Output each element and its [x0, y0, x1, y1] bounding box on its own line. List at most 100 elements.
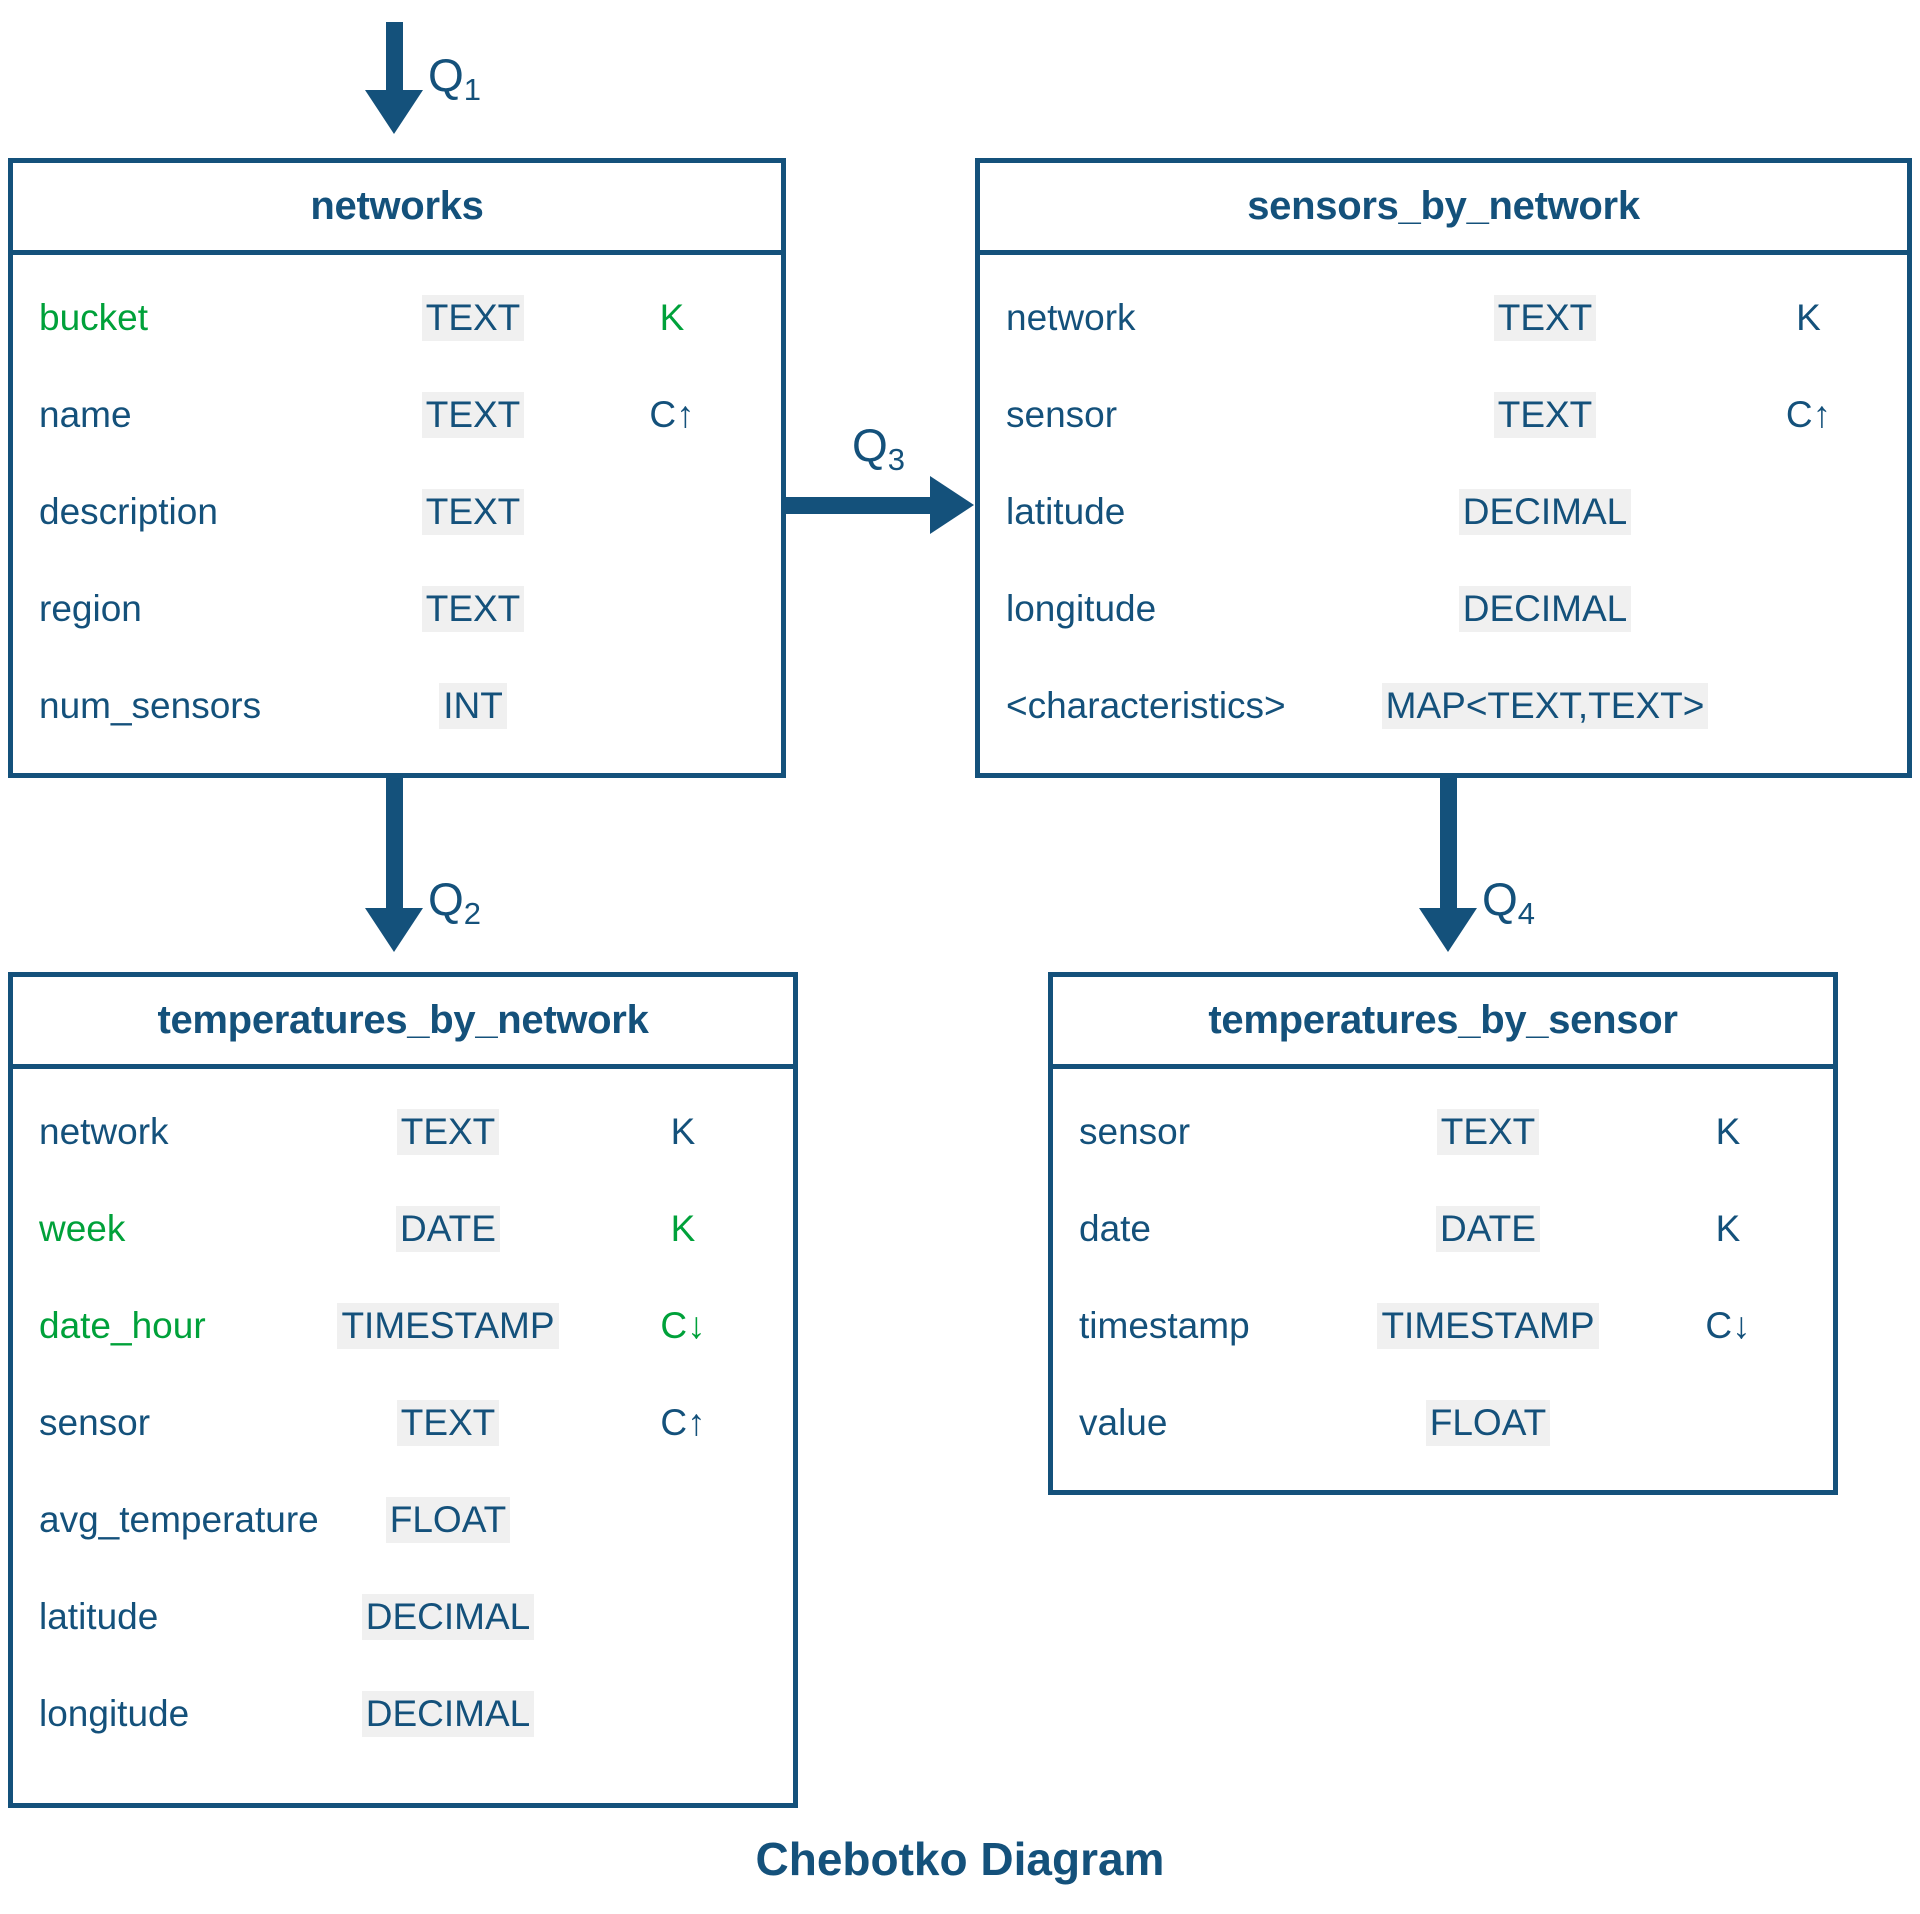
table-row: sensor TEXT C↑	[980, 366, 1907, 463]
table-networks-title: networks	[310, 184, 484, 228]
column-type: TEXT	[421, 585, 525, 632]
column-name: name	[39, 393, 132, 435]
diagram-caption: Chebotko Diagram	[755, 1833, 1165, 1885]
table-row: date DATE K	[1053, 1180, 1833, 1277]
column-type: DECIMAL	[361, 1593, 535, 1640]
table-temperatures-by-network[interactable]: temperatures_by_network network TEXT K w…	[8, 972, 798, 1808]
column-key-marker: C↓	[660, 1304, 706, 1346]
column-key-marker: K	[670, 1110, 696, 1152]
column-type: DECIMAL	[361, 1690, 535, 1737]
q2-arrow-label: Q2	[428, 873, 482, 931]
q4-arrow-head-icon	[1419, 908, 1477, 952]
table-temperatures-by-network-body: network TEXT K week DATE K date_hour TIM…	[13, 1069, 793, 1780]
column-type: DECIMAL	[1458, 585, 1632, 632]
table-row: network TEXT K	[980, 269, 1907, 366]
column-name: value	[1079, 1401, 1168, 1443]
column-type: DECIMAL	[1458, 488, 1632, 535]
column-type: TEXT	[421, 391, 525, 438]
table-row: description TEXT	[13, 463, 781, 560]
table-temperatures-by-sensor-body: sensor TEXT K date DATE K timestamp TIME…	[1053, 1069, 1833, 1489]
column-type: DATE	[1436, 1205, 1540, 1252]
column-type: TIMESTAMP	[337, 1302, 559, 1349]
table-row: sensor TEXT K	[1053, 1083, 1833, 1180]
q2-arrow-shaft	[386, 778, 403, 918]
column-name: region	[39, 587, 142, 629]
table-temperatures-by-network-title: temperatures_by_network	[157, 998, 649, 1042]
column-type: TEXT	[396, 1108, 500, 1155]
column-type: TEXT	[396, 1399, 500, 1446]
q3-arrow-label: Q3	[852, 419, 906, 477]
q4-arrow-label: Q4	[1482, 873, 1536, 931]
column-name: latitude	[39, 1595, 159, 1637]
table-row: avg_temperature FLOAT	[13, 1471, 793, 1568]
column-name: date	[1079, 1207, 1152, 1249]
table-networks-header: networks	[13, 163, 781, 255]
q2-arrow-head-icon	[365, 908, 423, 952]
column-name: timestamp	[1079, 1304, 1250, 1346]
column-key-marker: K	[659, 296, 685, 338]
column-name: bucket	[39, 296, 149, 338]
table-row: date_hour TIMESTAMP C↓	[13, 1277, 793, 1374]
column-name: description	[39, 490, 218, 532]
column-type: TEXT	[421, 488, 525, 535]
column-type: TEXT	[421, 294, 525, 341]
column-key-marker: C↑	[660, 1401, 706, 1443]
table-sensors-by-network-body: network TEXT K sensor TEXT C↑ latitude D…	[980, 255, 1907, 772]
table-row: longitude DECIMAL	[13, 1665, 793, 1762]
q3-arrow-shaft	[786, 497, 936, 514]
table-row: value FLOAT	[1053, 1374, 1833, 1471]
q4-arrow-shaft	[1440, 778, 1457, 918]
table-sensors-by-network-header: sensors_by_network	[980, 163, 1907, 255]
table-temperatures-by-sensor[interactable]: temperatures_by_sensor sensor TEXT K dat…	[1048, 972, 1838, 1495]
table-temperatures-by-sensor-title: temperatures_by_sensor	[1208, 998, 1678, 1042]
table-row: name TEXT C↑	[13, 366, 781, 463]
table-temperatures-by-sensor-header: temperatures_by_sensor	[1053, 977, 1833, 1069]
column-type: MAP<TEXT,TEXT>	[1381, 682, 1709, 729]
table-row: region TEXT	[13, 560, 781, 657]
column-type: INT	[439, 682, 507, 729]
column-name: sensor	[1079, 1110, 1191, 1152]
table-row: sensor TEXT C↑	[13, 1374, 793, 1471]
table-sensors-by-network-title: sensors_by_network	[1247, 184, 1640, 228]
column-name: longitude	[39, 1692, 190, 1734]
table-row: timestamp TIMESTAMP C↓	[1053, 1277, 1833, 1374]
column-name: network	[39, 1110, 169, 1152]
column-key-marker: C↑	[1785, 393, 1832, 435]
column-type: TEXT	[1493, 294, 1597, 341]
table-row: longitude DECIMAL	[980, 560, 1907, 657]
q1-arrow-shaft	[386, 22, 403, 100]
table-row: week DATE K	[13, 1180, 793, 1277]
table-row: bucket TEXT K	[13, 269, 781, 366]
table-networks-body: bucket TEXT K name TEXT C↑ description T…	[13, 255, 781, 772]
column-key-marker: C↓	[1705, 1304, 1751, 1346]
table-row: latitude DECIMAL	[13, 1568, 793, 1665]
column-name: avg_temperature	[39, 1498, 319, 1540]
column-name: sensor	[1006, 393, 1118, 435]
table-row: <characteristics> MAP<TEXT,TEXT>	[980, 657, 1907, 754]
table-row: latitude DECIMAL	[980, 463, 1907, 560]
column-type: TIMESTAMP	[1377, 1302, 1599, 1349]
table-row: network TEXT K	[13, 1083, 793, 1180]
column-name: <characteristics>	[1006, 684, 1286, 726]
table-row: num_sensors INT	[13, 657, 781, 754]
column-name: week	[39, 1207, 126, 1249]
column-key-marker: K	[1796, 296, 1821, 338]
column-name: sensor	[39, 1401, 151, 1443]
column-type: FLOAT	[1425, 1399, 1551, 1446]
column-name: num_sensors	[39, 684, 262, 726]
column-type: TEXT	[1493, 391, 1597, 438]
column-name: date_hour	[39, 1304, 206, 1346]
table-temperatures-by-network-header: temperatures_by_network	[13, 977, 793, 1069]
table-sensors-by-network[interactable]: sensors_by_network network TEXT K sensor…	[975, 158, 1912, 778]
column-key-marker: K	[1715, 1110, 1741, 1152]
column-type: FLOAT	[385, 1496, 511, 1543]
column-type: TEXT	[1436, 1108, 1540, 1155]
column-name: longitude	[1006, 587, 1157, 629]
column-name: network	[1006, 296, 1136, 338]
q1-arrow-head-icon	[365, 90, 423, 134]
q1-arrow-label: Q1	[428, 49, 482, 107]
q3-arrow-head-icon	[930, 476, 974, 534]
table-networks[interactable]: networks bucket TEXT K name TEXT C↑ desc…	[8, 158, 786, 778]
column-key-marker: K	[670, 1207, 696, 1249]
